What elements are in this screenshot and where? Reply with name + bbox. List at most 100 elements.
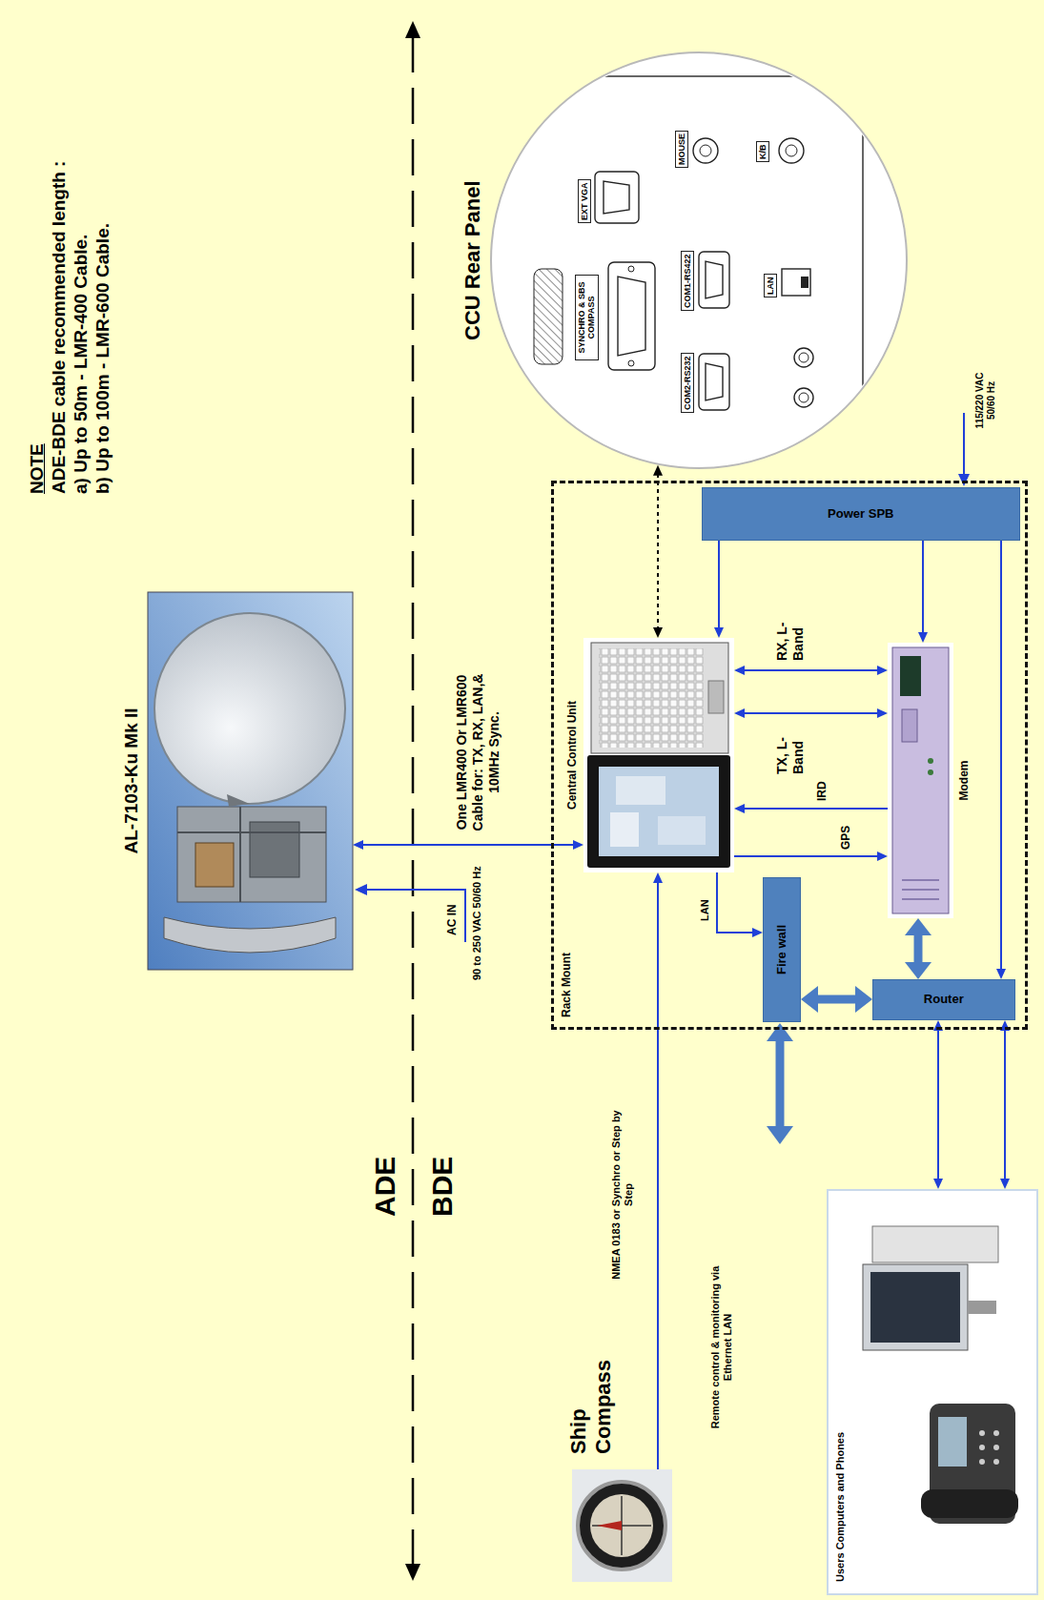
connector-line xyxy=(656,473,659,630)
compass-card xyxy=(590,1494,654,1557)
round-jack-core xyxy=(798,352,809,363)
rj45-jack xyxy=(781,268,811,296)
edge-label: One LMR400 Or LMR600 Cable for: TX, RX, … xyxy=(453,667,502,838)
keyboard-tray xyxy=(591,642,729,754)
port-label: K/B xyxy=(756,142,770,164)
round-jack-core xyxy=(798,392,809,403)
lcd-lid xyxy=(587,755,731,868)
node-label: Users Computers and Phones xyxy=(834,1432,847,1582)
vent-line xyxy=(901,879,940,881)
connector xyxy=(918,540,928,643)
node-label: AL-7103-Ku Mk II xyxy=(121,707,144,854)
status-led xyxy=(927,769,934,776)
connector-line xyxy=(742,807,888,810)
node-label: Power SPB xyxy=(827,506,894,522)
edge-label: RX, L-Band xyxy=(774,601,807,661)
antenna-photo xyxy=(147,592,353,970)
panel-edge xyxy=(861,74,864,437)
mini-din-core xyxy=(785,144,798,157)
arrow-head xyxy=(877,708,888,718)
connector xyxy=(996,540,1006,980)
arrow-head xyxy=(877,665,888,676)
arrow-head xyxy=(734,708,745,718)
vent-line xyxy=(901,888,940,891)
connector xyxy=(734,665,888,676)
edge-label: TX, L-Band xyxy=(774,715,807,775)
note-heading: NOTE xyxy=(26,443,49,494)
phone-key xyxy=(979,1444,985,1451)
db9-connector xyxy=(698,353,730,410)
screen-window xyxy=(610,812,639,847)
panel-parts xyxy=(533,74,863,437)
arrow-head xyxy=(855,985,873,1013)
node-label: Fire wall xyxy=(774,924,790,975)
arrow-head xyxy=(653,627,663,638)
connector xyxy=(653,465,663,638)
connector xyxy=(1000,1020,1010,1189)
port-label: COM2-RS232 xyxy=(680,352,695,413)
users-group: Users Computers and Phones xyxy=(826,1188,1039,1596)
connector xyxy=(904,918,932,980)
arrow-head xyxy=(904,962,932,980)
db25-connector xyxy=(608,262,656,370)
connector-line xyxy=(716,872,755,933)
screw xyxy=(628,360,635,367)
compass-needle xyxy=(596,1520,622,1531)
db9-shell xyxy=(705,261,723,299)
monitor-frame xyxy=(862,1264,968,1351)
port-label: MOUSE xyxy=(675,130,689,168)
connector-line xyxy=(742,669,879,672)
phone-handset xyxy=(921,1489,1019,1518)
edge-label: IRD xyxy=(815,780,829,801)
connector-line xyxy=(734,855,880,858)
connector-line xyxy=(361,843,574,846)
db15-connector xyxy=(594,171,639,224)
photo-ground xyxy=(887,642,954,919)
connector xyxy=(352,839,584,850)
node-label: Router xyxy=(923,992,964,1008)
modem-chassis xyxy=(892,647,949,914)
power-label: 90 to 250 VAC 50/60 Hz xyxy=(470,865,484,981)
arrow-head xyxy=(1000,1178,1010,1189)
arrow-head xyxy=(354,883,368,896)
connector xyxy=(800,985,873,1013)
monitor-screen xyxy=(870,1271,961,1343)
connector-line xyxy=(1000,540,1003,971)
frame-line xyxy=(177,831,327,834)
connector xyxy=(714,540,724,638)
modem-unit: Modem xyxy=(887,642,954,919)
photo-ground xyxy=(572,1469,673,1582)
feed-arm xyxy=(226,794,250,807)
note-text: b) Up to 100m - LMR-600 Cable. xyxy=(92,223,115,494)
computer-keyboard xyxy=(872,1226,999,1263)
arrow-head xyxy=(766,1023,794,1042)
router-bar: Router xyxy=(872,979,1016,1021)
lcd-screen xyxy=(598,766,719,857)
connector xyxy=(933,1020,943,1189)
round-jack xyxy=(794,348,814,368)
note-text: a) Up to 50m - LMR-400 Cable. xyxy=(70,234,93,494)
arrow-head xyxy=(877,851,888,861)
radome-ring xyxy=(163,917,336,953)
connector xyxy=(734,851,888,861)
touch-pad xyxy=(708,680,724,714)
power-label: 115/220 VAC 50/60 Hz xyxy=(974,362,998,439)
arrow-head xyxy=(996,968,1006,980)
port-label: COM1-RS422 xyxy=(680,250,695,311)
phone-key xyxy=(979,1458,985,1465)
rear-panel-drawing xyxy=(491,52,907,469)
db9-connector xyxy=(698,251,730,308)
modem-display xyxy=(900,655,922,696)
port-label: LAN xyxy=(763,274,778,299)
phone-key xyxy=(993,1458,1000,1465)
mains-wire xyxy=(962,412,965,475)
arrow-head xyxy=(918,632,928,643)
screw xyxy=(628,266,635,272)
connector-line xyxy=(717,540,720,630)
connector-line xyxy=(656,880,659,1470)
note-text: ADE-BDE cable recommended length : xyxy=(48,161,71,494)
control-unit-photo xyxy=(583,637,735,873)
round-jack xyxy=(794,388,814,408)
thick-arrow-shaft xyxy=(776,1038,785,1128)
